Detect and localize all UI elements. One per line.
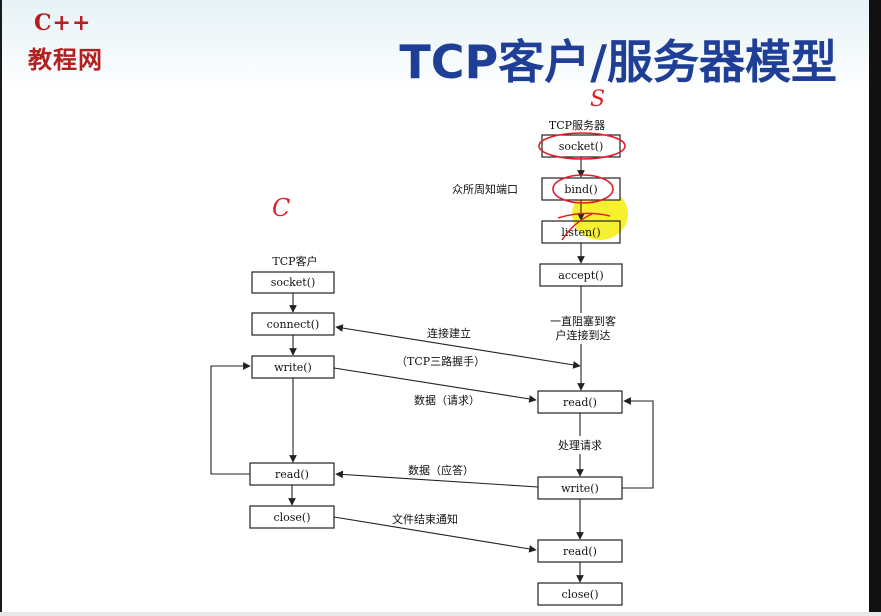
- server-write-label: write(): [561, 482, 599, 495]
- logo-cpp: C++: [34, 10, 92, 36]
- eof-notify-label: 文件结束通知: [392, 512, 458, 526]
- slide-title: TCP客户/服务器模型: [399, 35, 837, 89]
- data-request-label: 数据（请求）: [414, 393, 480, 407]
- arrow-data-reply: [335, 470, 539, 488]
- server-accept-label: accept(): [558, 269, 603, 282]
- red-circle-bind: [552, 174, 614, 204]
- window-right-edge: [869, 0, 881, 616]
- data-reply-label: 数据（应答）: [408, 463, 474, 477]
- server-read2-label: read(): [563, 545, 597, 558]
- slide: C++ 教程网 TCP客户/服务器模型 TCP服务器 socket() 众所周知…: [2, 0, 869, 612]
- client-handwritten-mark: C: [272, 194, 290, 222]
- connect-establish-label: 连接建立: [427, 326, 471, 340]
- three-way-handshake-label: （TCP三路握手）: [396, 354, 485, 368]
- client-loop-line: [210, 362, 251, 475]
- block-note-line1: 一直阻塞到客: [550, 314, 616, 328]
- server-close-label: close(): [561, 588, 598, 601]
- client-write-label: write(): [274, 361, 312, 374]
- window-bottom-edge: [0, 612, 881, 616]
- server-loop-line: [622, 397, 654, 489]
- arrow-data-request: [333, 367, 537, 403]
- red-underline-listen: [557, 212, 611, 241]
- block-note-line2: 户连接到达: [556, 328, 611, 342]
- client-connect-label: connect(): [267, 318, 320, 331]
- client-socket-label: socket(): [271, 276, 316, 289]
- logo-site-name: 教程网: [28, 46, 103, 74]
- well-known-port-label: 众所周知端口: [452, 182, 518, 196]
- client-read-label: read(): [275, 468, 309, 481]
- client-close-label: close(): [273, 511, 310, 524]
- server-socket-label: socket(): [559, 140, 604, 153]
- arrow-eof-notify: [333, 516, 537, 553]
- slide-header: C++ 教程网 TCP客户/服务器模型: [2, 0, 869, 92]
- arrow-connection-establish: [335, 324, 581, 369]
- server-read-label: read(): [563, 396, 597, 409]
- server-bind-label: bind(): [564, 183, 597, 196]
- tcp-diagram: TCP服务器 socket() 众所周知端口 bind() listen() a…: [210, 87, 654, 606]
- server-heading: TCP服务器: [549, 119, 605, 132]
- server-handwritten-mark: S: [590, 87, 605, 112]
- process-request-label: 处理请求: [558, 439, 602, 452]
- red-circle-socket: [538, 132, 626, 160]
- client-heading: TCP客户: [272, 254, 317, 268]
- server-close-box: [537, 582, 623, 606]
